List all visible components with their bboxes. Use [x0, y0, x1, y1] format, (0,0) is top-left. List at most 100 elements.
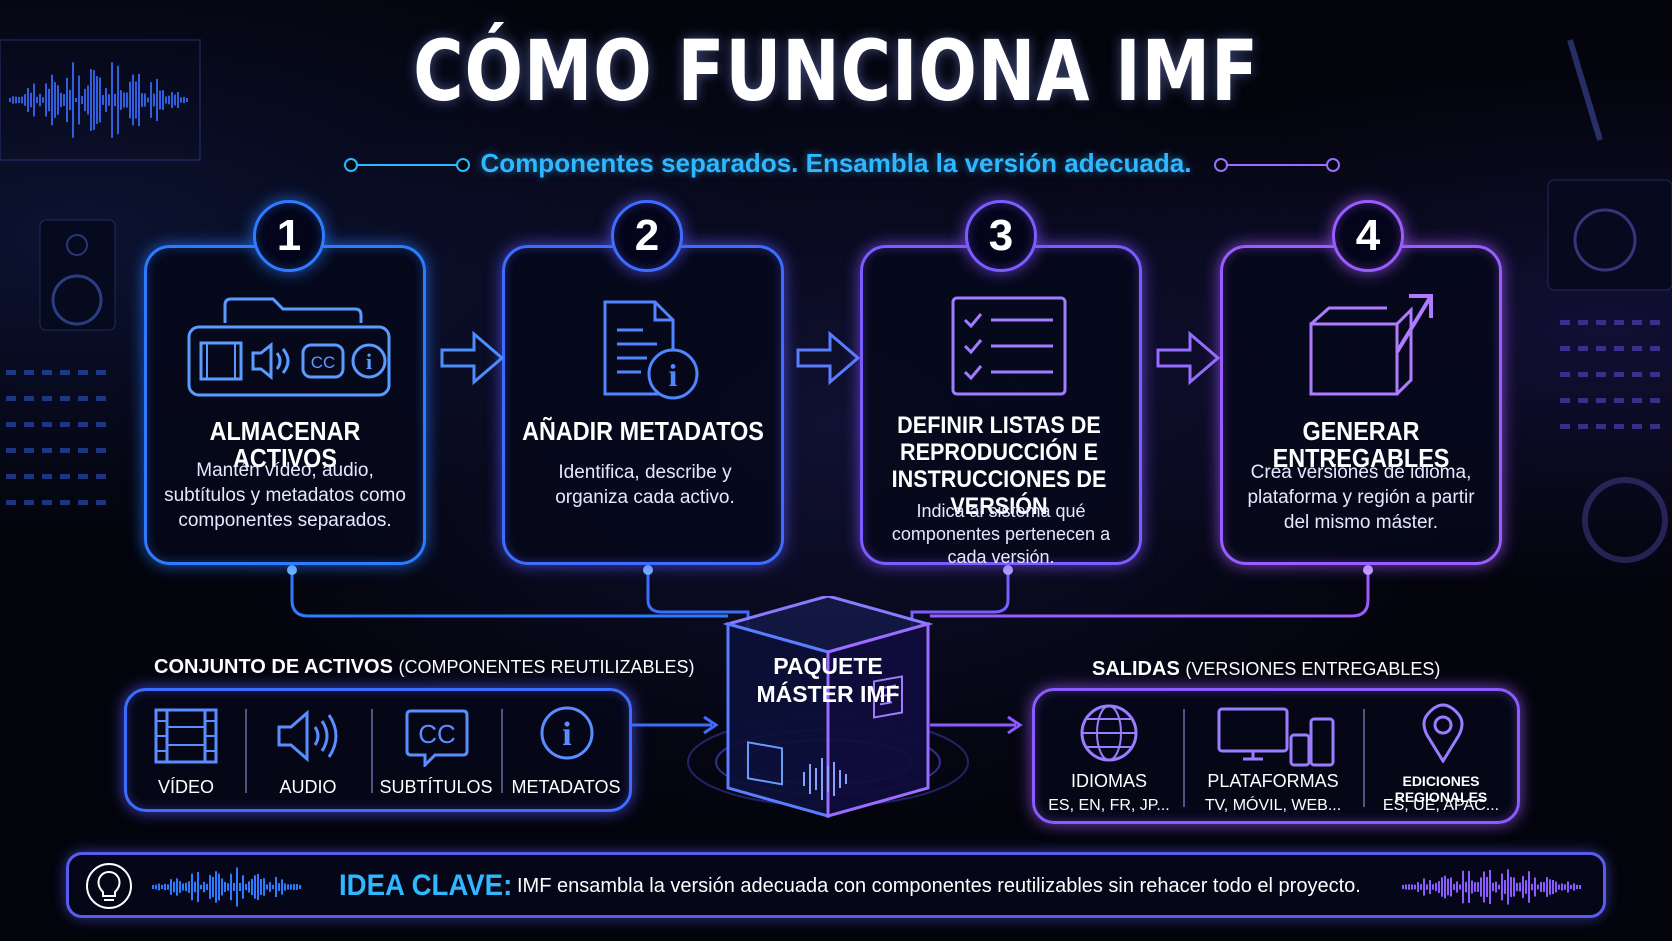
console-knob	[6, 370, 16, 375]
output-item: PLATAFORMAS TV, MÓVIL, WEB...	[1185, 691, 1361, 821]
step-title: DEFINIR LISTAS DE REPRODUCCIÓN E INSTRUC…	[891, 412, 1107, 520]
console-knob	[1596, 346, 1606, 351]
console-knob	[96, 500, 106, 505]
divider	[371, 709, 373, 793]
subtitle-dot	[344, 158, 358, 172]
key-idea-bar: IDEA CLAVE: IMF ensambla la versión adec…	[66, 852, 1606, 918]
step-number: 1	[253, 200, 325, 272]
console-knob	[1560, 346, 1570, 351]
outputs-label-bold: SALIDAS	[1092, 658, 1180, 680]
console-knob	[24, 396, 34, 401]
asset-item: AUDIO	[247, 691, 369, 809]
assets-label-rest: (COMPONENTES REUTILIZABLES)	[398, 657, 695, 677]
console-knob	[1632, 372, 1642, 377]
console-knob	[1632, 398, 1642, 403]
console-knob	[6, 474, 16, 479]
output-label: EDICIONES REGIONALES	[1394, 773, 1488, 805]
console-knob	[1632, 424, 1642, 429]
console-knob	[1578, 398, 1588, 403]
console-knob	[78, 422, 88, 427]
console-knob	[1614, 398, 1624, 403]
document-info-icon: i	[603, 300, 699, 400]
speaker-icon	[277, 709, 338, 763]
console-knob	[6, 422, 16, 427]
console-knob	[42, 422, 52, 427]
assets-label-bold: CONJUNTO DE ACTIVOS	[154, 656, 393, 678]
asset-label: AUDIO	[279, 777, 337, 797]
location-pin-icon	[1422, 703, 1464, 763]
console-knob	[60, 474, 70, 479]
console-knob	[42, 396, 52, 401]
globe-icon	[1080, 704, 1138, 762]
asset-item: i METADATOS	[503, 691, 629, 809]
key-idea-label: IDEA CLAVE:	[339, 869, 513, 902]
step-description: Mantén vídeo, audio, subtítulos y metada…	[164, 460, 406, 531]
console-knob	[6, 500, 16, 505]
output-detail: TV, MÓVIL, WEB...	[1204, 797, 1342, 814]
console-knob	[42, 370, 52, 375]
subtitle-line-left	[350, 164, 460, 166]
console-knob	[1650, 424, 1660, 429]
step-card-4: GENERAR ENTREGABLES Crea versiones de id…	[1220, 245, 1502, 565]
step-number: 3	[965, 200, 1037, 272]
output-detail: ES, UE, APAC...	[1382, 797, 1500, 814]
step-description: Indica al sistema qué componentes perten…	[891, 501, 1111, 567]
console-knob	[6, 396, 16, 401]
checklist-icon	[951, 296, 1067, 396]
console-knob	[78, 370, 88, 375]
subtitle-dot	[456, 158, 470, 172]
console-knob	[1650, 372, 1660, 377]
console-knob	[42, 448, 52, 453]
outputs-section-label: SALIDAS (VERSIONES ENTREGABLES)	[1092, 658, 1440, 681]
subtitle-line-right	[1222, 164, 1332, 166]
console-knob	[1650, 398, 1660, 403]
console-knob	[1596, 372, 1606, 377]
box-export-icon	[1309, 294, 1433, 396]
console-knob	[24, 448, 34, 453]
arrow-right-icon	[796, 330, 861, 386]
outputs-panel: IDIOMAS ES, EN, FR, JP... PLATAFORMAS TV…	[1032, 688, 1520, 824]
step-number: 4	[1332, 200, 1404, 272]
console-knob	[24, 500, 34, 505]
console-knob	[78, 448, 88, 453]
console-knob	[1578, 346, 1588, 351]
svg-text:i: i	[562, 716, 571, 753]
console-knob	[1614, 424, 1624, 429]
output-label: IDIOMAS	[1070, 771, 1147, 791]
console-knob	[1578, 372, 1588, 377]
asset-item: VÍDEO	[127, 691, 245, 809]
console-knob	[96, 422, 106, 427]
subtitle-row: Componentes separados. Ensambla la versi…	[0, 148, 1672, 184]
console-knob	[60, 422, 70, 427]
film-icon	[154, 708, 218, 764]
console-knob	[1596, 398, 1606, 403]
console-knob	[24, 370, 34, 375]
page-title: CÓMO FUNCIONA IMF	[413, 22, 1259, 120]
asset-item: CC SUBTÍTULOS	[373, 691, 499, 809]
console-knob	[6, 448, 16, 453]
key-idea-text: IMF ensambla la versión adecuada con com…	[517, 875, 1361, 897]
step-description: Identifica, describe y organiza cada act…	[555, 462, 735, 508]
master-package-title: PAQUETE MÁSTER IMF	[740, 652, 916, 708]
outputs-label-rest: (VERSIONES ENTREGABLES)	[1185, 659, 1441, 679]
subtitle: Componentes separados. Ensambla la versi…	[480, 148, 1192, 178]
output-item: IDIOMAS ES, EN, FR, JP...	[1035, 691, 1183, 821]
console-knob	[1614, 372, 1624, 377]
console-knob	[60, 370, 70, 375]
waveform-left	[152, 867, 301, 907]
console-knob	[24, 422, 34, 427]
console-knob	[1560, 398, 1570, 403]
console-knob	[24, 474, 34, 479]
assets-panel: VÍDEO AUDIO CC SUBTÍTULOS i	[124, 688, 632, 812]
console-knob	[1650, 346, 1660, 351]
console-knob	[1560, 372, 1570, 377]
assets-section-label: CONJUNTO DE ACTIVOS (COMPONENTES REUTILI…	[154, 656, 695, 679]
step-title: AÑADIR METADATOS	[522, 416, 764, 446]
console-knob	[60, 396, 70, 401]
cc-icon: CC	[405, 709, 469, 767]
waveform-right	[1402, 869, 1581, 905]
output-item: EDICIONES REGIONALES ES, UE, APAC...	[1365, 691, 1517, 821]
subtitle-dot	[1326, 158, 1340, 172]
console-knob	[1614, 320, 1624, 325]
